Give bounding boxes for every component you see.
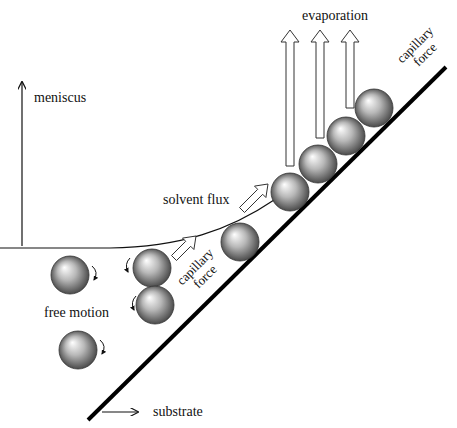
- flux-arrow: [240, 184, 269, 213]
- particle: [221, 223, 259, 261]
- motion-arrow: [126, 258, 130, 272]
- particle: [51, 256, 89, 294]
- annotation-label: substrate: [153, 404, 203, 419]
- motion-arrow: [100, 340, 104, 354]
- evaporation-arrow: [311, 30, 329, 138]
- meniscus-arrow: [21, 82, 22, 246]
- particle: [136, 286, 174, 324]
- motion-arrow: [132, 296, 136, 310]
- particle: [299, 145, 337, 183]
- substrate-arrow: [102, 411, 138, 412]
- particle: [355, 89, 393, 127]
- motion-arrow: [92, 266, 96, 280]
- annotation-label: free motion: [44, 305, 109, 320]
- particle: [271, 173, 309, 211]
- annotation-label: meniscus: [34, 90, 86, 105]
- evaporation-arrow: [341, 30, 359, 108]
- particle: [327, 117, 365, 155]
- annotation-label: evaporation: [302, 8, 368, 23]
- capillary-arrow: [172, 236, 197, 261]
- annotation-label: solvent flux: [163, 192, 230, 207]
- particle: [59, 331, 97, 369]
- particle: [133, 249, 171, 287]
- evaporation-arrow: [281, 30, 299, 166]
- substrate-line: [88, 67, 446, 420]
